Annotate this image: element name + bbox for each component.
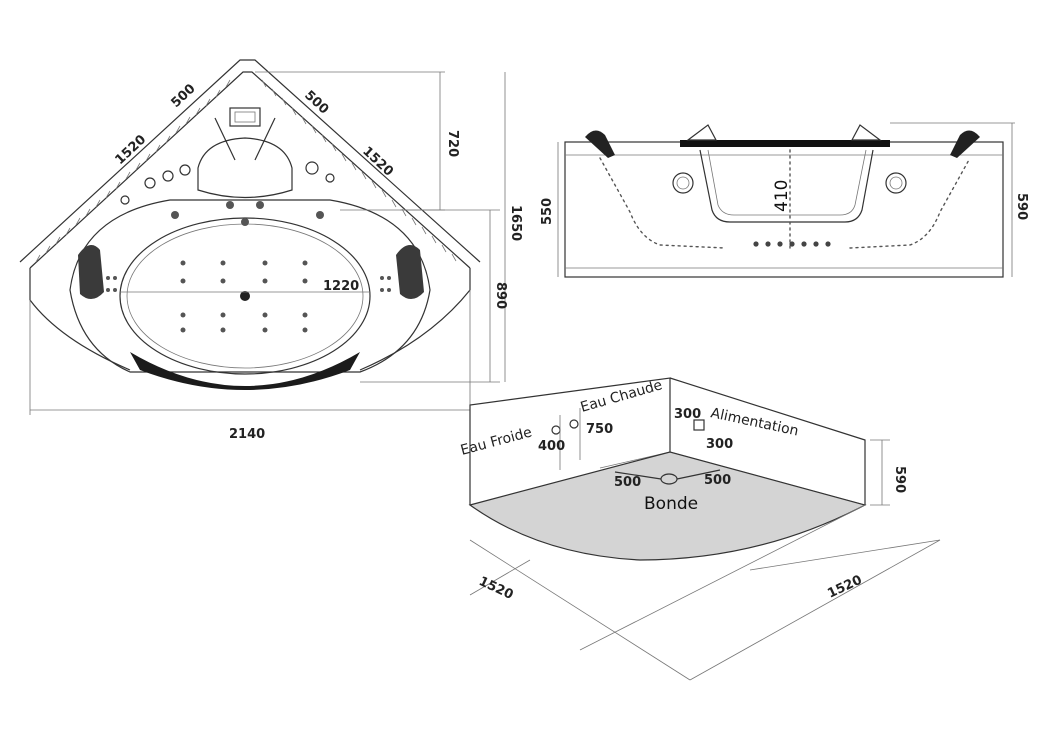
dim-outer-height: 590 (1014, 193, 1029, 220)
dim-power-offset-x: 300 (674, 407, 701, 422)
dim-drain-right: 500 (704, 473, 731, 488)
side-view-handle-left (585, 130, 615, 158)
top-view-outer-basin (69, 199, 431, 373)
dim-total-width: 2140 (229, 427, 265, 442)
front-skirt (130, 352, 360, 390)
side-view-handle-right (950, 130, 980, 158)
iso-wall-right (669, 377, 866, 505)
label-hot-water: Eau Chaude (579, 377, 665, 416)
dim-total-height: 1650 (508, 205, 523, 241)
drain-hole (240, 291, 250, 301)
headrest-left (78, 245, 104, 300)
top-view-seat (197, 137, 293, 199)
iso-floor (468, 451, 867, 561)
dim-seat-height: 410 (772, 180, 792, 212)
dim-hot-height: 750 (586, 422, 613, 437)
dim-cold-height: 400 (538, 439, 565, 454)
side-view-seat (699, 149, 874, 223)
dim-inner-depth: 890 (493, 282, 508, 309)
dim-iso-side-left: 1520 (476, 574, 515, 603)
top-view-rim (19, 59, 481, 371)
dim-iso-side-right: 1520 (825, 573, 864, 602)
cold-water-pipe (551, 425, 561, 435)
side-view-basin-outline (599, 157, 971, 249)
side-view-top-bar (680, 140, 890, 147)
dim-inner-width: 1220 (323, 279, 359, 294)
power-box (693, 419, 705, 431)
dim-drain-left: 500 (614, 475, 641, 490)
label-power-supply: Alimentation (709, 405, 800, 439)
top-view: 1520 500 500 1520 720 1650 890 1220 2140 (19, 59, 523, 442)
hot-water-pipe (569, 419, 579, 429)
dim-depth-top: 720 (445, 130, 460, 157)
dim-seat-right: 500 (301, 88, 331, 117)
iso-view: Eau Froide Eau Chaude Alimentation Bonde… (459, 377, 941, 681)
side-view-jets (753, 241, 831, 247)
dim-seat-left: 500 (168, 81, 198, 110)
dim-side-right: 1520 (359, 144, 396, 180)
massage-jets (106, 201, 391, 333)
control-panel (229, 107, 261, 127)
dim-wall-height: 590 (892, 466, 907, 493)
dim-inner-height: 550 (540, 198, 555, 225)
headrest-right (396, 245, 424, 300)
dim-power-offset-y: 300 (706, 437, 733, 452)
label-drain: Bonde (644, 494, 698, 514)
iso-wall-left (469, 377, 671, 505)
side-view: 550 590 410 (540, 122, 1029, 278)
